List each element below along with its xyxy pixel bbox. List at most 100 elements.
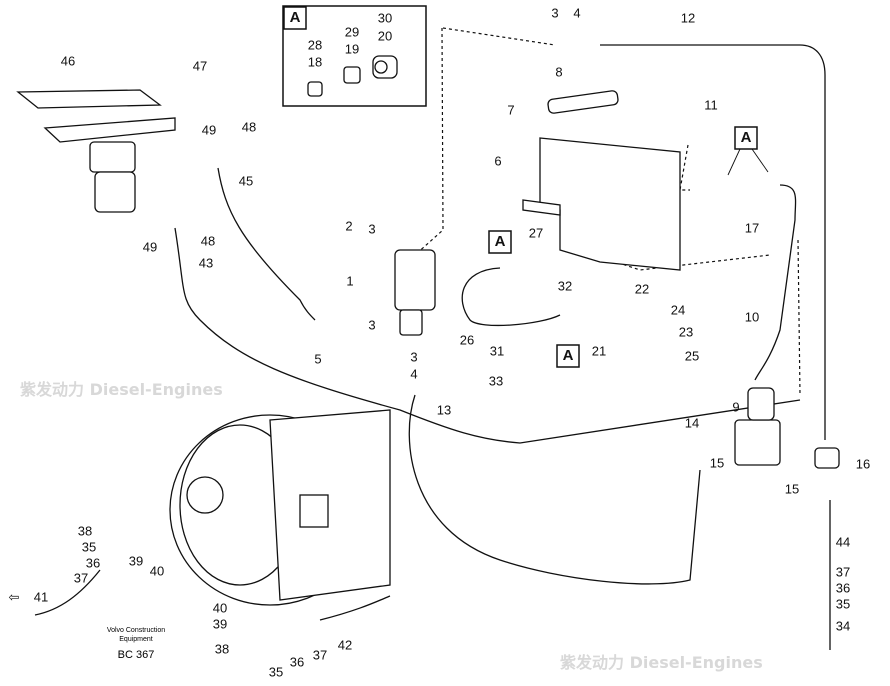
part-number: 14 bbox=[685, 415, 699, 430]
part-number: 45 bbox=[239, 173, 253, 188]
callout-a-label: A bbox=[563, 347, 574, 364]
part-number: 3 bbox=[410, 349, 417, 364]
part-number: 49 bbox=[202, 122, 216, 137]
part-number: 37 bbox=[836, 564, 850, 579]
part-number: 3 bbox=[368, 221, 375, 236]
part-number: 33 bbox=[489, 373, 503, 388]
dashed-link bbox=[594, 254, 771, 271]
part-number: 11 bbox=[704, 97, 718, 112]
pedal-body bbox=[89, 141, 136, 173]
part-number: 9 bbox=[732, 399, 739, 414]
pedal-valve bbox=[94, 171, 136, 213]
part-number: 13 bbox=[437, 402, 451, 417]
bracket-plate bbox=[539, 137, 681, 271]
part-number: 21 bbox=[592, 343, 606, 358]
part-number: 5 bbox=[314, 351, 321, 366]
watermark-text: 紫发动力 Diesel-Engines bbox=[560, 653, 763, 672]
inset-box-marker bbox=[283, 6, 307, 30]
part-number: 35 bbox=[82, 539, 96, 554]
leader-line bbox=[727, 148, 741, 176]
part-number: 46 bbox=[61, 53, 75, 68]
part-number: 30 bbox=[378, 10, 392, 25]
caption-brand: Volvo Construction Equipment bbox=[106, 627, 166, 643]
part-19 bbox=[343, 66, 361, 84]
hose-26 bbox=[461, 267, 561, 327]
callout-a-marker bbox=[488, 230, 512, 254]
part-number: 31 bbox=[490, 343, 504, 358]
transmission-cover bbox=[299, 494, 329, 528]
part-number: 7 bbox=[507, 102, 514, 117]
part-number: 20 bbox=[378, 28, 392, 43]
pedal-plate bbox=[16, 89, 162, 109]
part-number: 40 bbox=[213, 600, 227, 615]
flow-arrow-icon: ⇦ bbox=[9, 589, 20, 604]
part-number: 39 bbox=[213, 616, 227, 631]
part-number: 47 bbox=[193, 58, 207, 73]
valve-1-solenoid bbox=[399, 309, 423, 336]
part-number: 37 bbox=[74, 570, 88, 585]
part-number: 22 bbox=[635, 281, 649, 296]
part-number: 23 bbox=[679, 324, 693, 339]
part-number: 39 bbox=[129, 553, 143, 568]
hose-42 bbox=[319, 595, 391, 621]
dashed-link bbox=[442, 27, 556, 46]
part-number: 49 bbox=[143, 239, 157, 254]
part-number: 41 bbox=[34, 589, 48, 604]
dashed-link bbox=[679, 144, 690, 191]
part-number: 8 bbox=[555, 64, 562, 79]
part-number: 15 bbox=[710, 455, 724, 470]
part-number: 4 bbox=[573, 5, 580, 20]
transmission-hub bbox=[186, 476, 224, 514]
pump-9-motor bbox=[747, 387, 775, 421]
part-number: 26 bbox=[460, 332, 474, 347]
part-number: 12 bbox=[681, 10, 695, 25]
inset-box bbox=[282, 5, 427, 107]
leader-line bbox=[751, 148, 769, 173]
part-number: 36 bbox=[86, 555, 100, 570]
part-number: 6 bbox=[494, 153, 501, 168]
hose-10 bbox=[754, 184, 797, 381]
part-number: 10 bbox=[745, 309, 759, 324]
part-number: 16 bbox=[856, 456, 870, 471]
part-number: 17 bbox=[745, 220, 759, 235]
part-number: 38 bbox=[78, 523, 92, 538]
part-number: 18 bbox=[308, 54, 322, 69]
part-number: 43 bbox=[199, 255, 213, 270]
callout-a-marker bbox=[734, 126, 758, 150]
hose-43 bbox=[174, 227, 801, 444]
part-number: 35 bbox=[836, 596, 850, 611]
part-number: 35 bbox=[269, 664, 283, 679]
caption-code: BC 367 bbox=[117, 649, 155, 661]
part-number: 24 bbox=[671, 302, 685, 317]
watermark: 紫发动力 Diesel-Engines 紫发动力 Diesel-Engines bbox=[20, 380, 763, 672]
part-number: 2 bbox=[345, 218, 352, 233]
dashed-link bbox=[414, 27, 444, 256]
part-number: 32 bbox=[558, 278, 572, 293]
part-number: 38 bbox=[215, 641, 229, 656]
part-number: 34 bbox=[836, 618, 850, 633]
part-number: 3 bbox=[368, 317, 375, 332]
hose-12 bbox=[600, 44, 826, 440]
callout-a-label: A bbox=[495, 233, 506, 250]
watermark-text: 紫发动力 Diesel-Engines bbox=[20, 380, 223, 399]
caption: Volvo Construction Equipment BC 367 bbox=[96, 626, 176, 661]
part-number: 19 bbox=[345, 41, 359, 56]
part-number: 1 bbox=[346, 273, 353, 288]
valve-1 bbox=[394, 249, 436, 311]
part-number: 15 bbox=[785, 481, 799, 496]
part-number: 40 bbox=[150, 563, 164, 578]
inset-box-label: A bbox=[290, 9, 301, 26]
part-number: 27 bbox=[529, 225, 543, 240]
part-number: 37 bbox=[313, 647, 327, 662]
dashed-link bbox=[797, 239, 801, 396]
hose-45 bbox=[217, 167, 316, 321]
pump-9 bbox=[734, 419, 781, 466]
part-number: 48 bbox=[201, 233, 215, 248]
hose-13 bbox=[408, 394, 701, 585]
bracket-foot bbox=[522, 199, 561, 216]
part-number: 36 bbox=[290, 654, 304, 669]
pedal-base bbox=[43, 117, 176, 143]
part-number: 48 bbox=[242, 119, 256, 134]
